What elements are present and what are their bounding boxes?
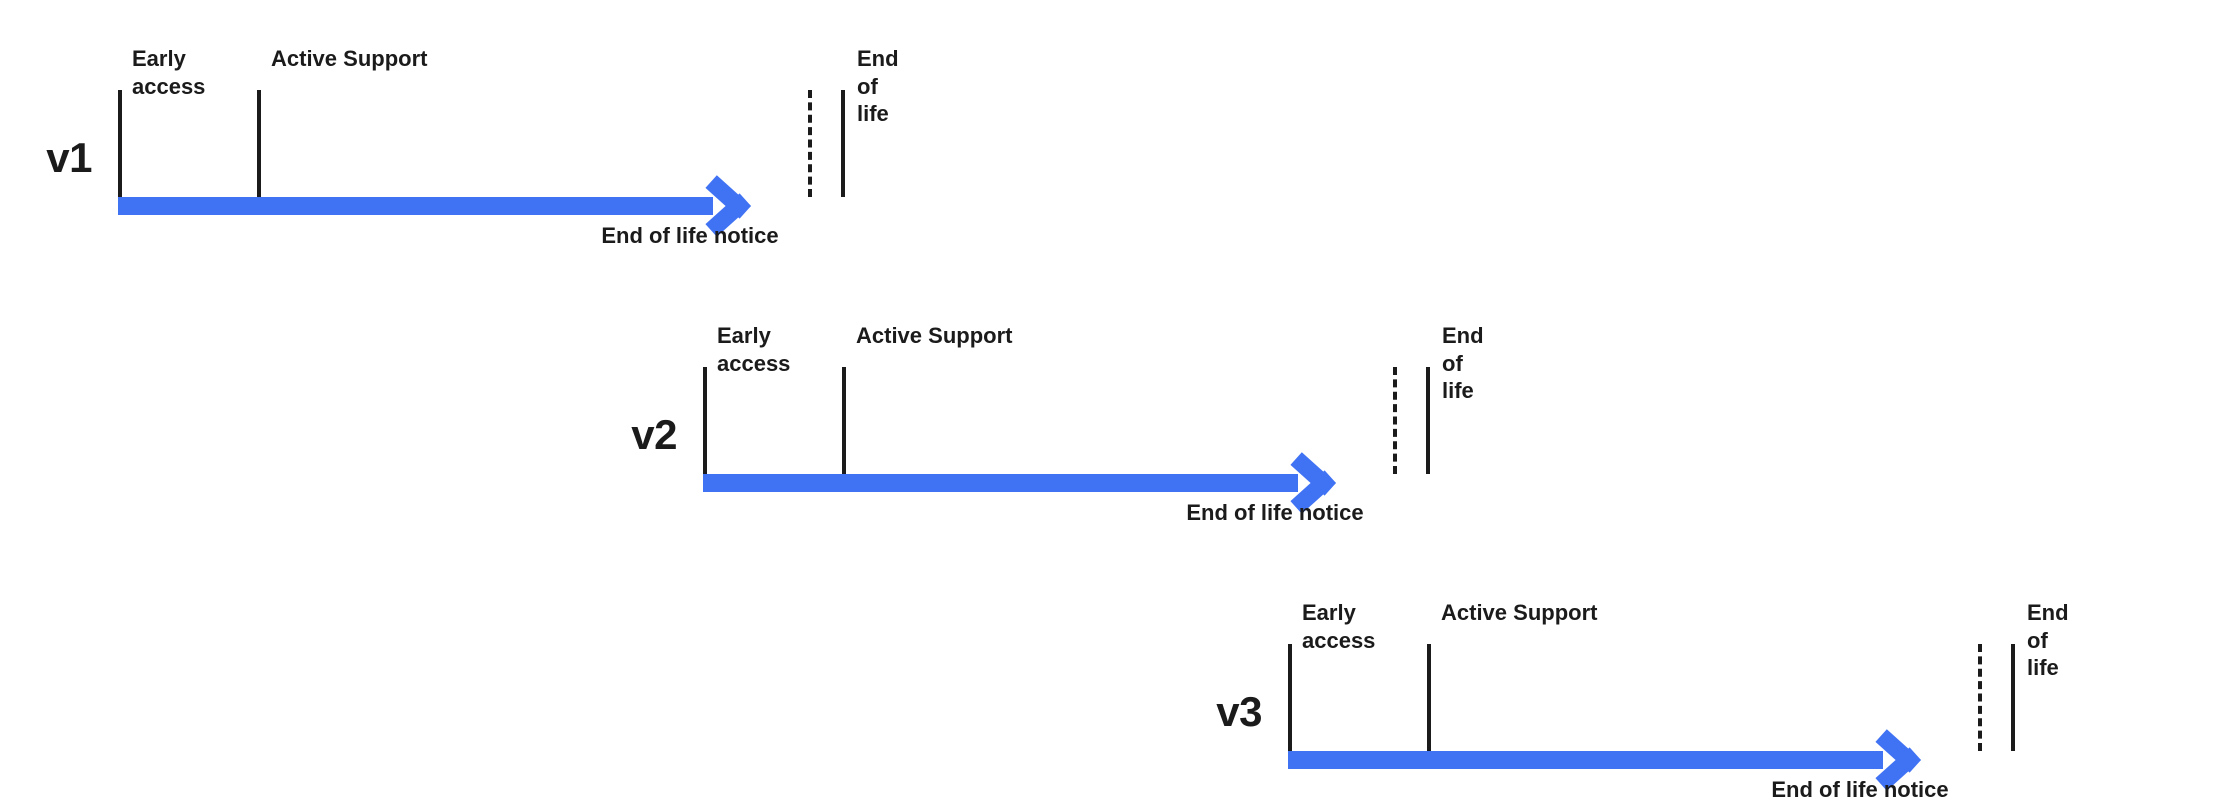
timeline-arrow-bar [1288,751,1883,769]
timeline-arrow-bar [703,474,1298,492]
phase-divider [842,367,846,474]
phase-label: Active Support [1441,600,1598,625]
phase-divider [118,90,122,197]
phase-divider [1426,367,1430,474]
phase-label: End of life [857,46,899,127]
phase-divider [2011,644,2015,751]
end-of-life-notice-marker [808,90,812,197]
phase-label: Active Support [271,46,428,71]
timeline-arrow-bar [118,197,713,215]
phase-label: Active Support [856,323,1013,348]
phase-divider [703,367,707,474]
phase-label: Early access [132,46,206,99]
phase-label: Early access [1302,600,1376,653]
end-of-life-notice-label: End of life notice [601,223,779,248]
version-label-v3: v3 [1216,688,1262,735]
phase-divider [1427,644,1431,751]
end-of-life-notice-label: End of life notice [1186,500,1364,525]
phase-divider [257,90,261,197]
phase-label: End of life [2027,600,2069,681]
phase-divider [1288,644,1292,751]
end-of-life-notice-label: End of life notice [1771,777,1949,802]
end-of-life-notice-marker [1393,367,1397,474]
phase-label: End of life [1442,323,1484,404]
end-of-life-notice-marker [1978,644,1982,751]
phase-label: Early access [717,323,791,376]
version-label-v2: v2 [631,411,677,458]
phase-divider [841,90,845,197]
version-label-v1: v1 [46,134,92,181]
